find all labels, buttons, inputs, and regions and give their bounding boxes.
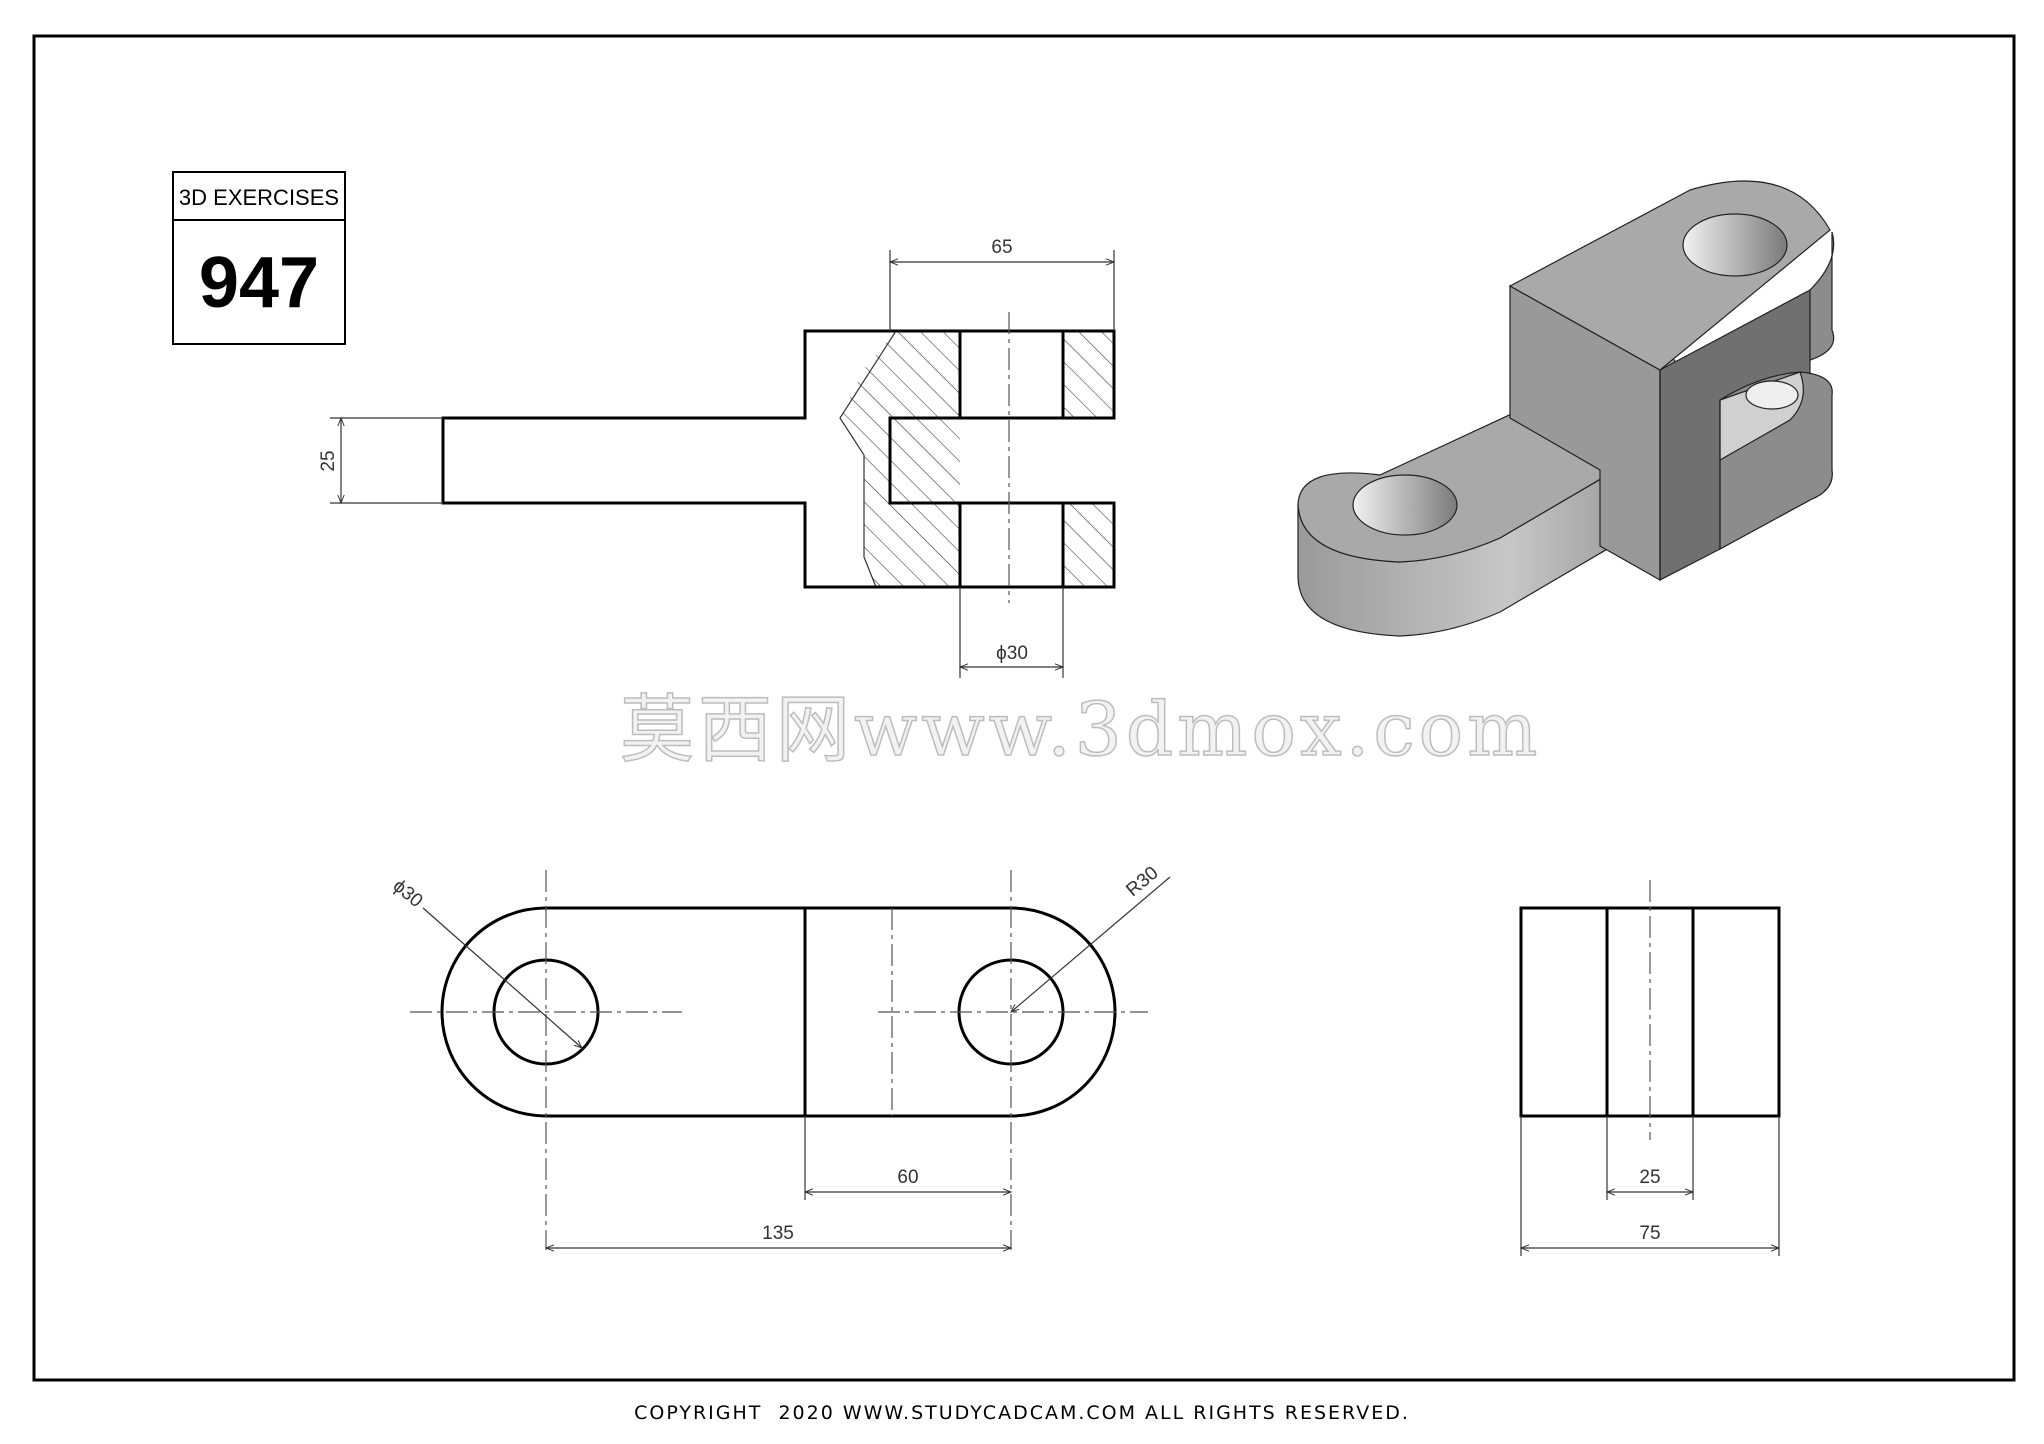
leader-r30 [1010, 876, 1171, 1013]
dimension-r30: R30 [1122, 863, 1162, 901]
section-outline [441, 329, 1116, 589]
hatch-region-right-bottom [1063, 503, 1114, 587]
title-block-label: 3D EXERCISES [179, 185, 339, 210]
iso-top-arm-end [1809, 231, 1835, 361]
dimension-phi30-section: ϕ30 [996, 643, 1028, 664]
dimension-25-side: 25 [1639, 1167, 1660, 1188]
hatch-region-web [840, 331, 960, 587]
hatch-region-right-top [1063, 331, 1114, 418]
dimension-135: 135 [762, 1223, 794, 1244]
side-view: 25 75 [1519, 880, 1781, 1256]
watermark: 莫西网www.3dmox.com [620, 687, 1541, 773]
iso-bottom-hole [1352, 474, 1458, 536]
iso-top-hole [1682, 213, 1788, 277]
dimension-65: 65 [991, 237, 1012, 258]
dimension-75: 75 [1639, 1223, 1660, 1244]
exercise-number: 947 [199, 243, 319, 323]
iso-lower-hole [1745, 380, 1799, 410]
dimension-phi30-top: ϕ30 [389, 876, 427, 913]
copyright-footer: COPYRIGHT 2020 WWW.STUDYCADCAM.COM ALL R… [634, 1402, 1410, 1424]
dimension-25-thickness: 25 [318, 450, 339, 471]
title-block: 3D EXERCISES 947 [172, 171, 346, 345]
sheet-border [32, 34, 2016, 1382]
leader-phi30 [422, 907, 583, 1049]
front-section-view: 65 25 ϕ30 [318, 237, 1116, 678]
side-view-outline [1519, 906, 1781, 1118]
dimension-60: 60 [897, 1167, 918, 1188]
isometric-view [1297, 180, 1835, 637]
top-view: ϕ30 R30 60 135 [389, 863, 1171, 1252]
